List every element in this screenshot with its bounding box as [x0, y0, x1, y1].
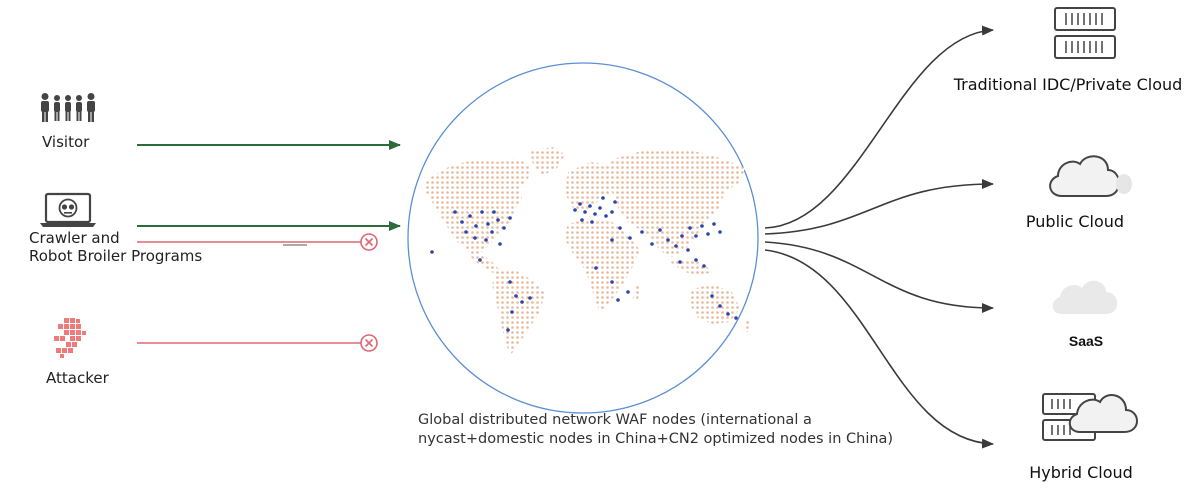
blocked-x-icon: [360, 233, 378, 251]
server-rack-icon: [1054, 7, 1116, 59]
crawler-label-line2: Robot Broiler Programs: [29, 247, 203, 265]
traditional-idc-label: Traditional IDC/Private Cloud: [953, 75, 1183, 94]
cloud-icon: [1052, 280, 1118, 314]
saas-label: SaaS: [1068, 333, 1104, 349]
public-cloud-label: Public Cloud: [1025, 212, 1125, 231]
people-group-icon: [41, 93, 95, 122]
caption-line1: Global distributed network WAF nodes (in…: [418, 412, 812, 428]
blocked-x-icon: [360, 334, 378, 352]
visitor-label: Visitor: [42, 133, 90, 151]
server-cloud-icon: [1042, 393, 1138, 441]
cloud-icon: [1049, 155, 1132, 197]
hybrid-cloud-label: Hybrid Cloud: [1029, 463, 1133, 482]
attacker-label: Attacker: [46, 369, 109, 387]
waf-node-dots: [430, 196, 738, 332]
attacker-icon: [54, 318, 86, 358]
output-curves: [764, 25, 994, 449]
laptop-robot-icon: [40, 192, 96, 227]
crawler-label-line1: Crawler and: [29, 229, 120, 247]
caption-line2: nycast+domestic nodes in China+CN2 optim…: [418, 431, 894, 447]
world-map: [426, 147, 750, 356]
waf-nodes-caption: Global distributed network WAF nodes (in…: [418, 411, 938, 449]
